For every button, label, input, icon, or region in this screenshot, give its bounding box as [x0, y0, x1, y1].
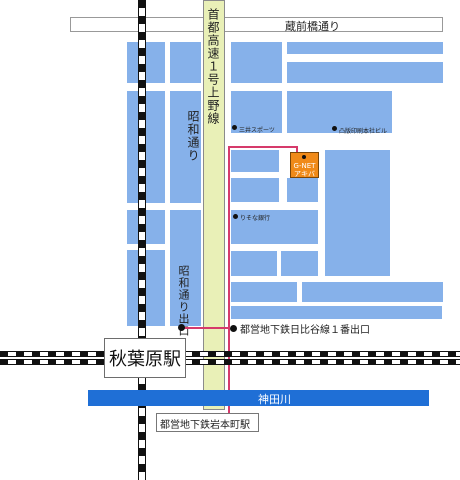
block [231, 306, 442, 319]
akihabara-station: 秋葉原駅 [104, 338, 186, 378]
block [127, 42, 165, 83]
block [287, 178, 318, 202]
hibiya-exit-marker [230, 325, 237, 332]
showa-exit-label: 昭和通り出口 [177, 265, 190, 337]
showa-exit-marker [178, 324, 185, 331]
block [231, 150, 279, 172]
hibiya-exit-label: 都営地下鉄日比谷線１番出口 [240, 325, 370, 336]
kuramae-road-label: 蔵前橋通り [285, 20, 340, 33]
block [287, 62, 443, 83]
iwamotocho-station-box [156, 413, 259, 432]
railway-vertical [138, 0, 146, 480]
kanda-river-label: 神田川 [258, 393, 291, 406]
iwamotocho-label: 都営地下鉄岩本町駅 [160, 420, 250, 431]
route-line [228, 146, 298, 148]
kuramae-road [70, 17, 443, 32]
toppan-marker [332, 126, 337, 131]
block [231, 251, 277, 276]
mitsui-label: 三井スポーツ [239, 127, 275, 134]
toppan-label: 凸版印刷本社ビル [339, 128, 388, 135]
gnet-akiba-marker[interactable]: G-NET アキバ [290, 152, 319, 178]
block [170, 210, 201, 326]
block [287, 42, 443, 54]
route-line [228, 146, 230, 414]
block [231, 282, 297, 302]
railway-horizontal-2 [0, 359, 460, 365]
block [231, 91, 282, 133]
route-line [296, 146, 298, 154]
block [231, 178, 279, 202]
route-line [184, 327, 230, 329]
block [281, 251, 318, 276]
showa-road-label: 昭和通り [186, 110, 200, 162]
expressway-label: 首都高速１号上野線 [206, 8, 220, 125]
resona-marker [233, 214, 238, 219]
block [170, 91, 201, 203]
block [170, 42, 201, 83]
block [231, 210, 318, 244]
mitsui-marker [232, 125, 237, 130]
resona-label: りそな銀行 [240, 215, 271, 222]
block [325, 150, 390, 276]
block [302, 282, 443, 302]
railway-horizontal [0, 351, 460, 357]
block [231, 42, 282, 83]
kanda-river [88, 390, 429, 406]
block [127, 250, 165, 326]
expressway [203, 0, 225, 410]
block [127, 91, 165, 203]
block [287, 91, 392, 133]
gnet-akiba-label: G-NET アキバ [293, 162, 316, 178]
block [127, 210, 165, 244]
